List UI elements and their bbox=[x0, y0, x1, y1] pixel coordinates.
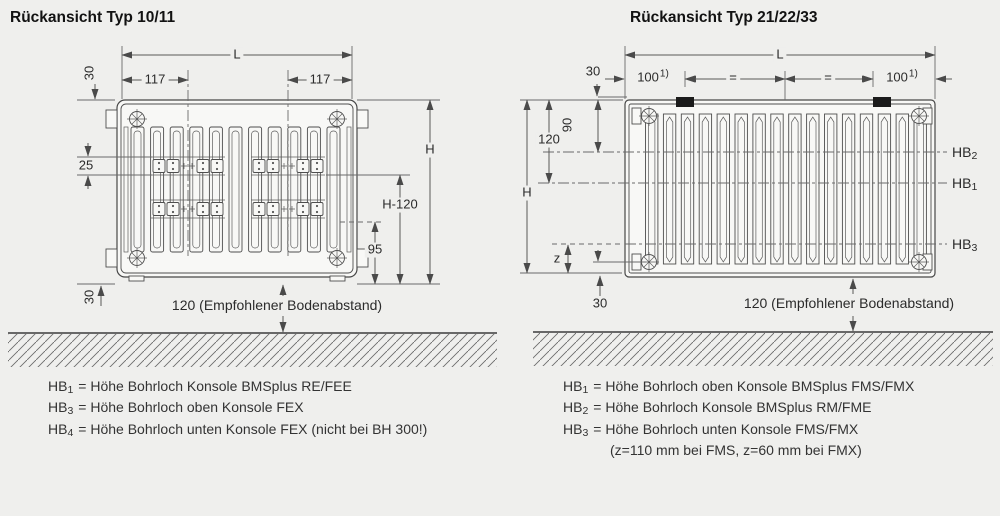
hb2-mark: HB2 bbox=[952, 144, 978, 162]
dim-label-H: H bbox=[519, 185, 535, 201]
legend-row: HB1= Höhe Bohrloch Konsole BMSplus RE/FE… bbox=[48, 378, 352, 396]
legend-right: HB1= Höhe Bohrloch oben Konsole BMSplus … bbox=[563, 377, 914, 463]
mounting-tab bbox=[676, 97, 694, 107]
hb3-mark: HB3 bbox=[952, 236, 978, 254]
dim-label-equal-1: = bbox=[726, 70, 740, 86]
dim-label-H: H bbox=[422, 142, 438, 158]
floor-clearance-label: 120 (Empfohlener Bodenabstand) bbox=[740, 294, 958, 312]
footnote-sup: 1) bbox=[908, 68, 918, 80]
dim-label-100-right: 1001) bbox=[883, 68, 921, 86]
dim-label-30-bottom: 30 bbox=[592, 295, 608, 311]
mounting-tab bbox=[873, 97, 891, 107]
radiator-typ21-22-33-body bbox=[624, 97, 936, 278]
dim-label-z: z bbox=[553, 250, 561, 266]
footnote-sup: 1) bbox=[659, 68, 669, 80]
radiator-typ10-11-body bbox=[105, 99, 369, 282]
dim-label-100-left: 1001) bbox=[634, 68, 672, 86]
dim-label-30-bottom: 30 bbox=[81, 289, 97, 305]
dimension-lines bbox=[77, 46, 952, 333]
legend-row: HB3= Höhe Bohrloch unten Konsole FMS/FMX bbox=[563, 420, 859, 439]
legend-row: HB4= Höhe Bohrloch unten Konsole FEX (ni… bbox=[48, 420, 428, 439]
dim-label-117-right: 117 bbox=[306, 72, 334, 88]
dim-label-120: 120 bbox=[535, 132, 563, 148]
diagram-title-left: Rückansicht Typ 10/11 bbox=[10, 9, 176, 26]
legend-left: HB1= Höhe Bohrloch Konsole BMSplus RE/FE… bbox=[48, 377, 427, 441]
dim-label-30-top: 30 bbox=[585, 63, 601, 79]
dim-label-L: L bbox=[773, 47, 787, 63]
dim-label-equal-2: = bbox=[821, 70, 835, 86]
legend-row: HB1= Höhe Bohrloch oben Konsole BMSplus … bbox=[563, 378, 915, 396]
hb1-mark: HB1 bbox=[952, 175, 978, 193]
legend-row: HB2= Höhe Bohrloch Konsole BMSplus RM/FM… bbox=[563, 399, 872, 418]
dim-label-25: 25 bbox=[78, 157, 94, 173]
dim-label-117-left: 117 bbox=[141, 72, 169, 88]
dim-label-30-top: 30 bbox=[81, 65, 97, 81]
legend-row: HB3= Höhe Bohrloch oben Konsole FEX bbox=[48, 399, 304, 418]
dim-label-95: 95 bbox=[364, 242, 386, 258]
floor-clearance-label: 120 (Empfohlener Bodenabstand) bbox=[168, 296, 386, 314]
dim-label-H-minus-120: H-120 bbox=[379, 197, 421, 213]
diagram-title-right: Rückansicht Typ 21/22/33 bbox=[630, 9, 818, 26]
floor-hatching bbox=[8, 331, 993, 367]
dim-label-L: L bbox=[230, 47, 244, 63]
legend-row: (z=110 mm bei FMS, z=60 mm bei FMX) bbox=[610, 442, 862, 459]
dim-label-90: 90 bbox=[559, 117, 575, 133]
